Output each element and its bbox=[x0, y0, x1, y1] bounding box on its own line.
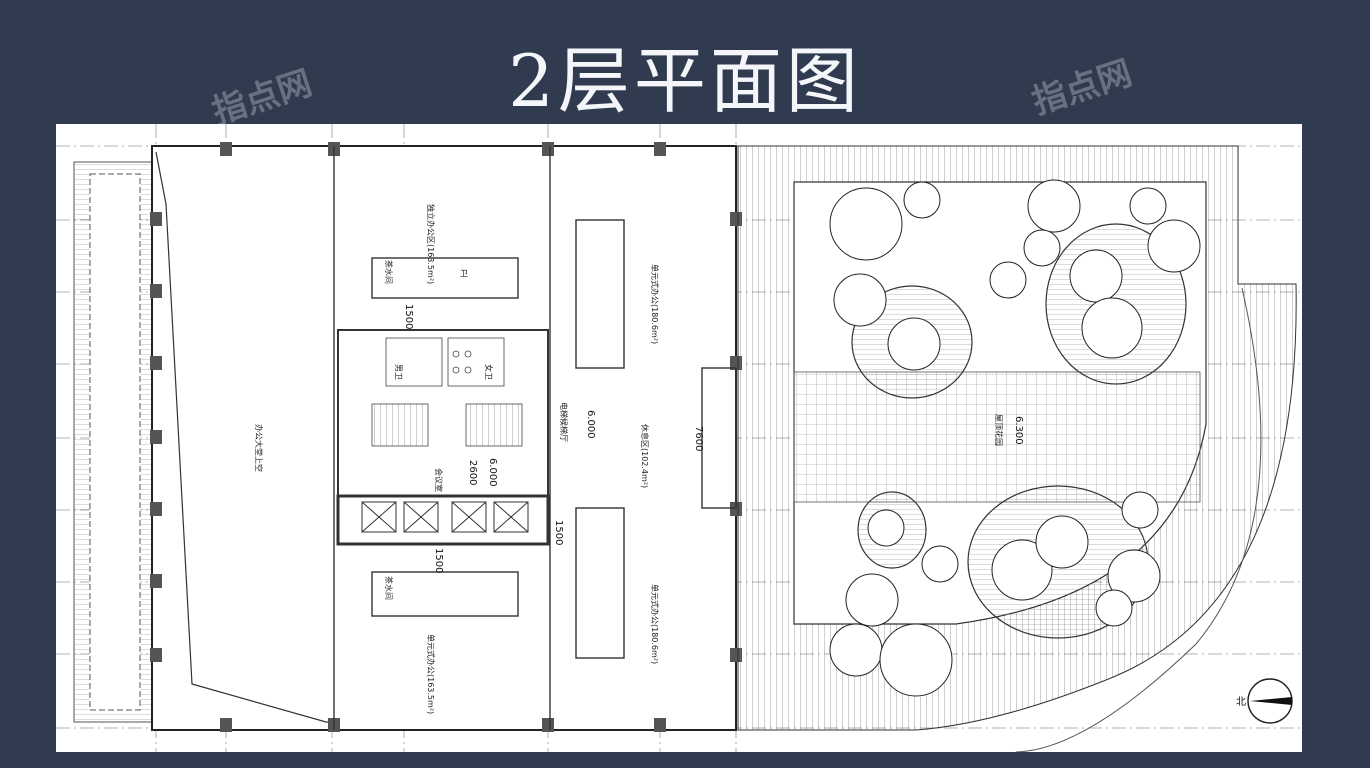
dim-2600: 2600 bbox=[467, 460, 478, 485]
tea-bottom-label: 茶水间 bbox=[384, 576, 394, 600]
lift-lobby-label: 电梯候梯厅 bbox=[559, 402, 569, 442]
dim-1500-top: 1500 bbox=[403, 304, 414, 329]
meeting-label: 会议室 bbox=[434, 468, 444, 492]
floor-plan-drawing: 办公大堂上空 独立办公区(163.5m²) 单元式办公(180.6m²) 单元式… bbox=[56, 124, 1302, 752]
stairs bbox=[371, 403, 523, 447]
page-title: 2层平面图 bbox=[508, 39, 862, 123]
female-wc-label: 女卫 bbox=[484, 364, 494, 380]
dim-7600: 7600 bbox=[693, 426, 704, 451]
elevation-6300: 6.300 bbox=[1013, 416, 1024, 445]
left-balcony bbox=[73, 161, 155, 723]
tea-top-label: 茶水间 bbox=[384, 260, 394, 284]
dim-1500-mid: 1500 bbox=[433, 548, 444, 573]
male-wc-label: 男卫 bbox=[394, 364, 403, 380]
interior-walls bbox=[333, 146, 737, 730]
office-top-label: 独立办公区(163.5m²) bbox=[426, 204, 436, 284]
atrium-label: 办公大堂上空 bbox=[254, 424, 264, 472]
dim-1500-right: 1500 bbox=[553, 520, 564, 545]
north-arrow: 北 bbox=[1236, 678, 1293, 724]
north-label: 北 bbox=[1236, 696, 1246, 708]
roof-garden: 屋顶花园 6.300 bbox=[737, 145, 1297, 752]
restrooms bbox=[385, 337, 505, 387]
floor-plan: 办公大堂上空 独立办公区(163.5m²) 单元式办公(180.6m²) 单元式… bbox=[56, 124, 1302, 752]
office-bottom-label: 单元式办公(163.5m²) bbox=[426, 634, 436, 714]
garden-label: 屋顶花园 bbox=[994, 414, 1004, 446]
elevation-6000-a: 6.000 bbox=[585, 410, 596, 439]
office-right-top-label: 单元式办公(180.6m²) bbox=[650, 264, 660, 344]
office-right-bottom-label: 单元式办公(180.6m²) bbox=[650, 584, 660, 664]
elevators bbox=[361, 501, 529, 533]
lobby-label: 休息区(102.4m²) bbox=[640, 424, 650, 488]
wc-label: 卫 bbox=[460, 269, 468, 278]
elevation-6000-b: 6.000 bbox=[487, 458, 498, 487]
